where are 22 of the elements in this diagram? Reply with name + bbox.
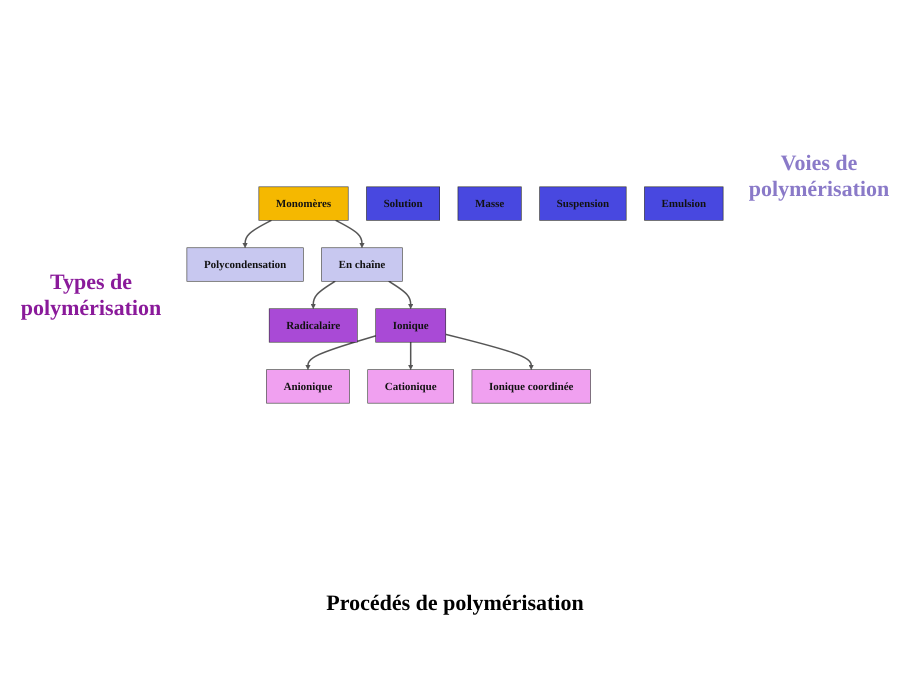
arrow [335,220,365,248]
section-label: Voies de polymérisation [748,150,890,202]
node-box: Anionique [266,369,350,404]
node-box: Masse [458,186,522,221]
section-label: Procédés de polymérisation [326,590,584,616]
arrow [388,280,414,309]
node-box: Suspension [539,186,626,221]
node-box: Polycondensation [186,247,304,282]
arrow [305,335,376,370]
node-box: Monomères [258,186,349,221]
node-box: Radicalaire [268,308,358,343]
node-box: Cationique [367,369,454,404]
arrow [242,220,272,248]
node-box: Ionique [375,308,446,343]
node-box: Solution [366,186,440,221]
node-box: Emulsion [644,186,724,221]
section-label: Types de polymérisation [20,269,162,321]
node-box: Ionique coordinée [472,369,591,404]
arrow [446,334,534,370]
arrow [408,342,414,370]
node-box: En chaîne [321,247,403,282]
arrow [310,280,336,309]
